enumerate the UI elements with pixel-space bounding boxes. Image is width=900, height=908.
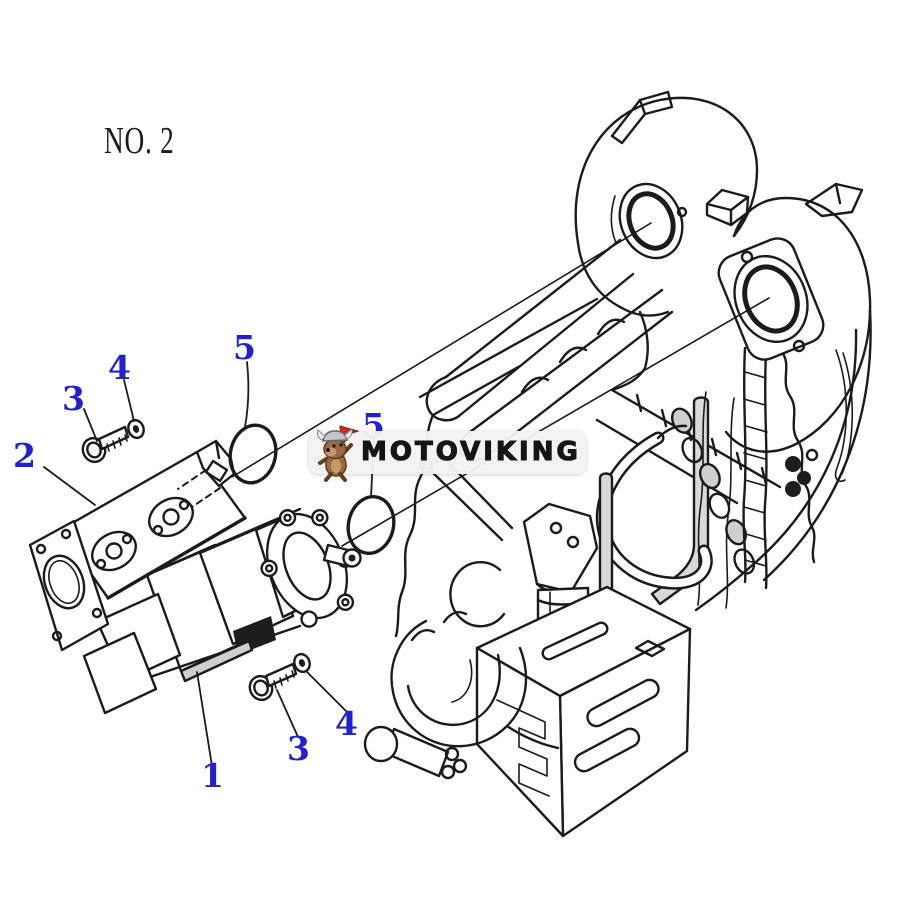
washer-upper [127, 418, 145, 440]
oil-hose [595, 424, 713, 590]
part-callout: 4 [335, 704, 358, 743]
lifting-boss [705, 188, 750, 227]
part-callout: 1 [201, 756, 224, 795]
right-bell-housing [694, 182, 872, 612]
watermark-text: MOTOVIKING [360, 437, 581, 467]
valve-cover [425, 238, 674, 462]
washer-lower [293, 652, 311, 674]
part-callout: 3 [62, 379, 85, 418]
pump-rear-flange [260, 508, 355, 628]
pump-body-part1 [82, 507, 362, 715]
engine-front-details [418, 454, 514, 628]
watermark-band: MOTOVIKING [309, 425, 586, 482]
viking-dog-mascot-icon [317, 425, 360, 482]
gear-pump-assembly [28, 439, 362, 715]
pump-plate-part2 [28, 439, 247, 652]
part-callout: 4 [108, 348, 131, 387]
timing-cover-flange [742, 346, 768, 590]
bolt-upper [81, 425, 130, 464]
transmission-assembly [363, 90, 872, 838]
gear-train-edge [780, 350, 819, 564]
part-callout: 2 [13, 436, 36, 475]
part-callout: 3 [287, 729, 310, 768]
part-callout: 5 [233, 328, 256, 367]
pan-flange [595, 388, 782, 505]
pto-port-right [717, 237, 825, 361]
pto-port-left [610, 182, 688, 260]
engine-top-edge [418, 297, 599, 399]
pump-shaft-coupling [322, 543, 362, 568]
o-ring-upper [228, 423, 278, 485]
oil-pan-base [475, 585, 692, 838]
alignment-line-lower [341, 297, 770, 547]
pto-front-housing [363, 611, 560, 780]
left-bell-housing [574, 90, 759, 392]
bolt-lower [248, 662, 298, 702]
alignment-line-upper [231, 222, 652, 478]
engine-top-edge-inner [431, 364, 522, 417]
sheet-number-label: NO. 2 [104, 120, 175, 162]
o-ring-lower [346, 495, 396, 555]
